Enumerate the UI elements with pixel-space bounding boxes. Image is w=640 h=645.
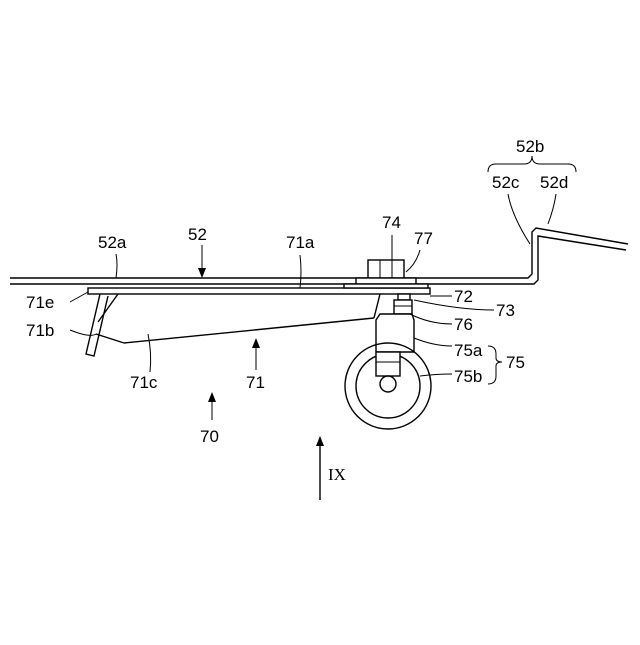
view-label: IX xyxy=(328,465,346,484)
label-71e: 71e xyxy=(26,293,54,312)
label-52a: 52a xyxy=(98,233,127,252)
label-71b: 71b xyxy=(26,321,54,340)
label-76: 76 xyxy=(454,315,473,334)
bolt-74 xyxy=(344,260,428,288)
label-72: 72 xyxy=(454,287,473,306)
label-71: 71 xyxy=(246,373,265,392)
label-70: 70 xyxy=(200,427,219,446)
label-71a: 71a xyxy=(286,233,315,252)
label-74: 74 xyxy=(382,213,401,232)
caster-75 xyxy=(345,294,431,429)
label-52: 52 xyxy=(188,225,207,244)
label-71c: 71c xyxy=(130,373,158,392)
reference-labels: 52b 52c 52d 52a 52 71a 74 77 71e 72 73 7… xyxy=(26,137,568,446)
label-75: 75 xyxy=(506,353,525,372)
label-52b: 52b xyxy=(516,137,544,156)
label-52d: 52d xyxy=(540,173,568,192)
label-75b: 75b xyxy=(454,367,482,386)
label-52c: 52c xyxy=(492,173,520,192)
label-75a: 75a xyxy=(454,341,483,360)
label-77: 77 xyxy=(414,229,433,248)
view-arrow-ix: IX xyxy=(316,436,346,500)
label-73: 73 xyxy=(496,301,515,320)
